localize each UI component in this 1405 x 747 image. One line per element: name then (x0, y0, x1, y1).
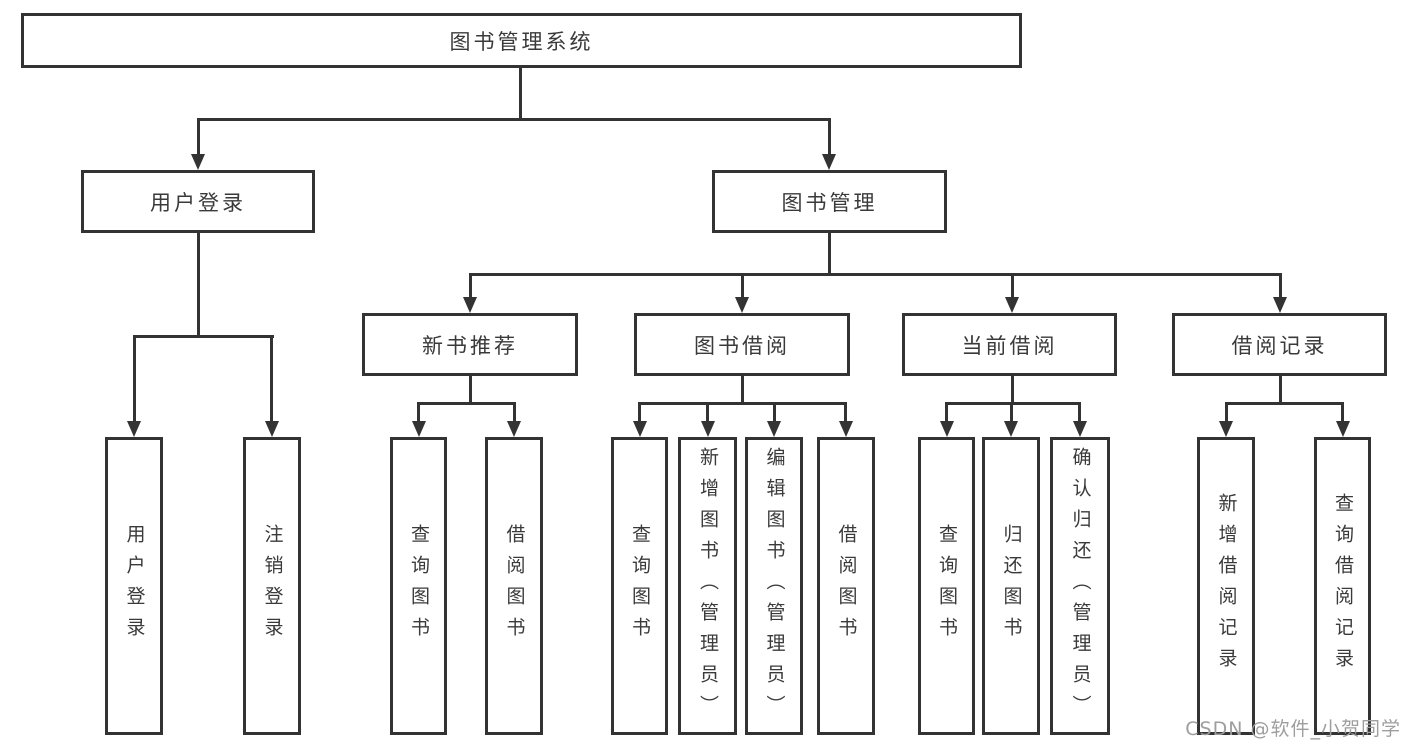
leaf-user-login: 用户登录 (105, 437, 163, 735)
arrow-down-icon (939, 421, 954, 437)
connector (1009, 405, 1013, 423)
leaf-label: 确认归还（管理员） (1069, 446, 1092, 726)
leaf-confirm-return-admin: 确认归还（管理员） (1050, 437, 1110, 735)
node-user-login: 用户登录 (81, 170, 315, 233)
arrow-down-icon (822, 154, 836, 170)
connector (1224, 402, 1344, 405)
node-label: 用户登录 (150, 190, 246, 215)
connector (827, 233, 831, 276)
connector (132, 338, 136, 423)
connector (1078, 405, 1081, 423)
connector (417, 405, 420, 423)
node-borrowing-records: 借阅记录 (1172, 313, 1387, 376)
connector (772, 405, 776, 423)
arrow-down-icon (1072, 421, 1087, 437)
arrow-down-icon (1335, 421, 1350, 437)
arrow-down-icon (632, 421, 647, 437)
connector (132, 335, 274, 338)
connector (844, 405, 847, 423)
leaf-label: 编辑图书（管理员） (763, 446, 786, 726)
arrow-down-icon (264, 421, 279, 437)
node-book-management: 图书管理 (712, 170, 947, 233)
connector (1341, 405, 1344, 423)
leaf-borrow-books-borrowing: 借阅图书 (817, 437, 875, 735)
leaf-label: 新增图书（管理员） (697, 446, 719, 726)
node-label: 新书推荐 (422, 333, 518, 358)
node-label: 当前借阅 (961, 333, 1058, 358)
arrow-down-icon (1219, 421, 1233, 437)
leaf-add-borrow-record: 新增借阅记录 (1197, 437, 1255, 735)
leaf-label: 用户登录 (123, 524, 146, 648)
node-label: 图书借阅 (694, 333, 790, 358)
node-label: 借阅记录 (1231, 333, 1328, 358)
connector (945, 402, 1081, 405)
connector (1224, 405, 1228, 423)
arrow-down-icon (411, 421, 426, 437)
leaf-label: 注销登录 (261, 524, 284, 648)
leaf-edit-book-admin: 编辑图书（管理员） (745, 437, 803, 735)
arrow-down-icon (1273, 297, 1287, 313)
arrow-down-icon (1004, 421, 1018, 437)
node-label: 图书管理 (781, 190, 878, 215)
connector (417, 402, 516, 405)
connector (196, 121, 200, 156)
connector (196, 118, 831, 121)
arrow-down-icon (1005, 297, 1019, 313)
connector (512, 405, 516, 423)
connector (270, 338, 273, 423)
connector (638, 405, 641, 423)
connector (945, 405, 948, 423)
arrow-down-icon (507, 421, 521, 437)
leaf-label: 查询图书 (408, 524, 430, 648)
connector (740, 376, 744, 405)
leaf-label: 查询图书 (936, 524, 958, 648)
connector (518, 68, 522, 121)
leaf-query-books-recommend: 查询图书 (390, 437, 447, 735)
connector (1278, 376, 1282, 405)
leaf-label: 归还图书 (1000, 524, 1023, 648)
node-library-management-system: 图书管理系统 (21, 13, 1022, 68)
leaf-query-borrow-record: 查询借阅记录 (1314, 437, 1371, 735)
node-label: 图书管理系统 (449, 29, 594, 54)
arrow-down-icon (838, 421, 853, 437)
connector (827, 121, 831, 156)
connector (706, 405, 709, 423)
node-book-borrowing: 图书借阅 (634, 313, 850, 376)
leaf-borrow-books-recommend: 借阅图书 (485, 437, 543, 735)
watermark-text: CSDN @软件_小贺同学 (1185, 718, 1401, 740)
leaf-query-books-borrowing: 查询图书 (611, 437, 668, 735)
connector (468, 273, 1282, 276)
connector (638, 402, 847, 405)
connector (468, 276, 472, 299)
leaf-label: 借阅图书 (835, 524, 858, 648)
leaf-label: 借阅图书 (503, 524, 526, 648)
leaf-return-books: 归还图书 (982, 437, 1040, 735)
arrow-down-icon (191, 154, 205, 170)
leaf-logout: 注销登录 (243, 437, 301, 735)
connector (468, 376, 472, 405)
leaf-label: 新增借阅记录 (1215, 493, 1238, 679)
arrow-down-icon (700, 421, 715, 437)
connector (740, 276, 744, 299)
leaf-label: 查询图书 (629, 524, 651, 648)
leaf-add-book-admin: 新增图书（管理员） (678, 437, 737, 735)
connector (1010, 376, 1014, 405)
arrow-down-icon (463, 297, 477, 313)
node-new-book-recommendation: 新书推荐 (362, 313, 578, 376)
connector (196, 233, 200, 338)
connector (1010, 276, 1014, 299)
arrow-down-icon (767, 421, 781, 437)
node-current-borrowing: 当前借阅 (902, 313, 1117, 376)
arrow-down-icon (127, 421, 141, 437)
arrow-down-icon (735, 297, 749, 313)
connector (1278, 276, 1282, 299)
leaf-label: 查询借阅记录 (1332, 493, 1354, 679)
leaf-query-books-current: 查询图书 (918, 437, 975, 735)
